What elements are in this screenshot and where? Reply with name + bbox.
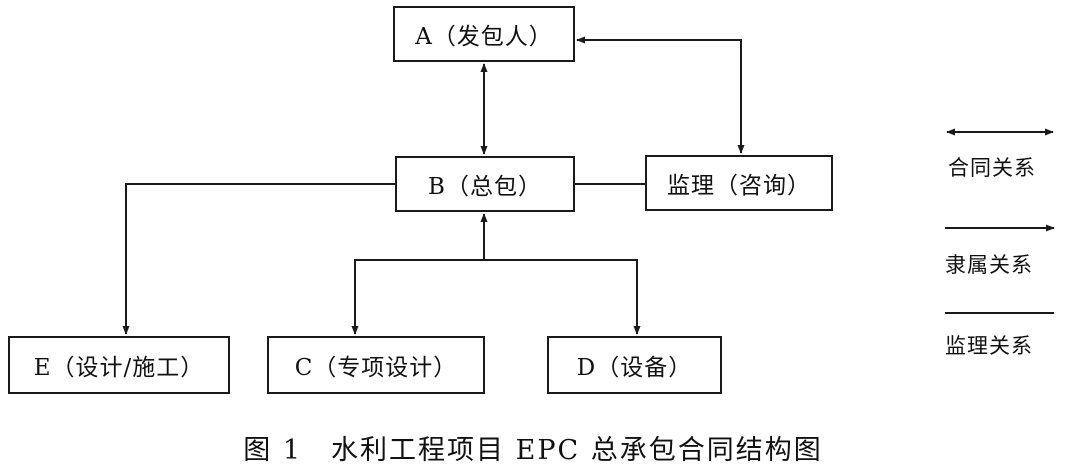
box-e-label: E（设计/施工） <box>33 355 205 381</box>
box-supervisor-label: 监理（咨询） <box>667 173 811 199</box>
legend-contract-label: 合同关系 <box>948 156 1036 180</box>
figure-caption: 图 1 水利工程项目 EPC 总承包合同结构图 <box>243 435 823 466</box>
box-supervisor: 监理（咨询） <box>645 155 833 211</box>
subordinate-line-b-e <box>122 183 395 335</box>
legend-subordinate-label: 隶属关系 <box>945 253 1033 277</box>
box-d-label: D（设备） <box>576 355 693 381</box>
contract-line-a-supervisor <box>576 36 745 154</box>
box-d-equipment: D（设备） <box>547 336 722 394</box>
box-c-special-design: C（专项设计） <box>267 336 485 394</box>
box-a-employer: A（发包人） <box>393 6 575 62</box>
box-a-label: A（发包人） <box>415 24 553 50</box>
box-b-general-contractor: B（总包） <box>395 156 575 212</box>
legend-supervision-label: 监理关系 <box>945 334 1033 358</box>
box-e-design-construction: E（设计/施工） <box>8 336 230 394</box>
box-b-label: B（总包） <box>428 174 542 200</box>
subordinate-line-c-d <box>351 259 641 335</box>
box-c-label: C（专项设计） <box>294 355 458 381</box>
